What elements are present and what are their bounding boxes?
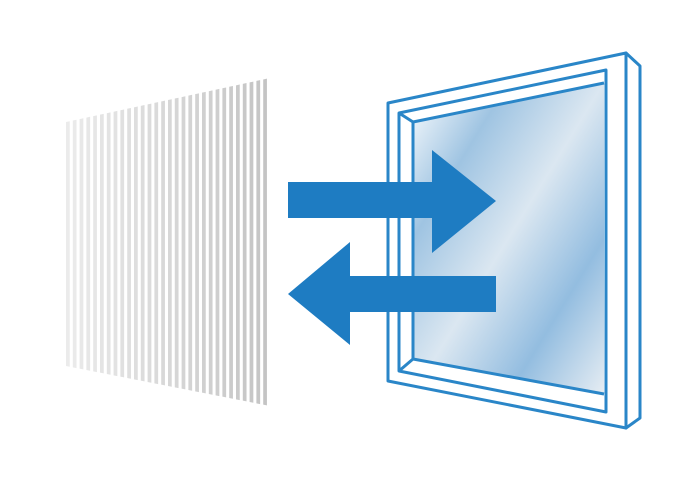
blind-slat	[79, 118, 84, 370]
frame-side	[624, 51, 642, 430]
blind-slat	[229, 85, 233, 399]
blind-slat	[113, 110, 118, 377]
blind-slat	[263, 78, 267, 406]
arrow-right-icon	[288, 150, 496, 253]
blind-slat	[242, 83, 247, 402]
blind-slat	[188, 94, 193, 391]
blind-slat	[208, 90, 213, 395]
blind-slat	[100, 113, 104, 374]
arrow-left-icon	[288, 242, 496, 345]
blind-slat	[168, 99, 172, 387]
blind-slat	[249, 81, 254, 403]
window-frame	[386, 51, 642, 430]
blind-slat	[106, 112, 111, 375]
blind-slat	[174, 97, 179, 389]
blind-slat	[202, 91, 206, 394]
blinds	[66, 78, 267, 406]
blind-slat	[154, 102, 159, 385]
blind-slat	[236, 84, 240, 401]
blind-slat	[93, 115, 97, 373]
blind-slat	[127, 107, 131, 379]
blind-slat	[147, 103, 152, 383]
blind-slat	[140, 105, 145, 382]
blind-slat	[256, 80, 261, 405]
blind-slat	[222, 87, 227, 398]
blind-slat	[195, 93, 199, 393]
blind-slat	[66, 121, 70, 367]
blind-slat	[120, 109, 125, 378]
blind-slat	[161, 100, 165, 386]
blind-slat	[86, 116, 91, 371]
blind-slat	[134, 106, 138, 381]
blind-slat	[181, 96, 186, 390]
window-glass	[413, 83, 604, 394]
blind-slat	[72, 119, 77, 369]
blind-slat	[215, 88, 220, 397]
heat-arrows	[288, 150, 496, 345]
